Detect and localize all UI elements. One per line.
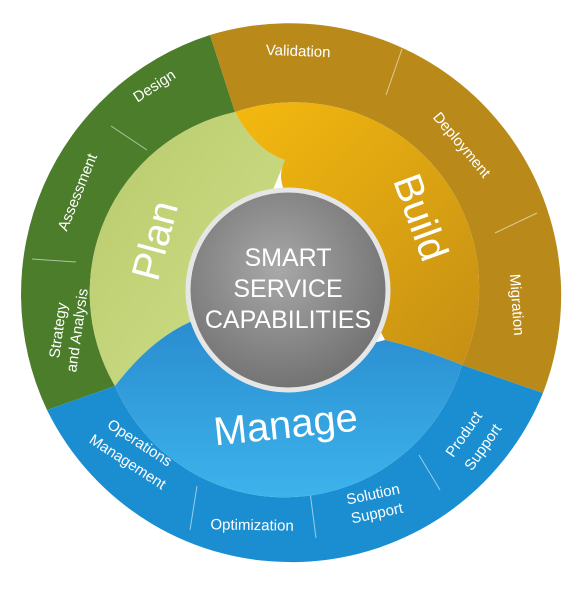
center-title-line-3: CAPABILITIES bbox=[205, 306, 371, 334]
center-title-line-1: SMART bbox=[244, 244, 331, 272]
plan-outer-ring bbox=[21, 35, 235, 410]
manage-outer-ring bbox=[47, 365, 543, 563]
plan-inner-sector bbox=[89, 112, 285, 386]
segment-label-migration: Migration bbox=[506, 273, 527, 336]
center-title-line-2: SERVICE bbox=[233, 275, 342, 303]
center-disk bbox=[185, 187, 391, 393]
segment-label-optimization: Optimization bbox=[210, 516, 294, 534]
build-outer-ring bbox=[210, 23, 562, 394]
outer-ring-dividers bbox=[31, 48, 538, 539]
segment-label-validation: Validation bbox=[265, 42, 330, 61]
manage-inner-sector bbox=[115, 322, 462, 498]
